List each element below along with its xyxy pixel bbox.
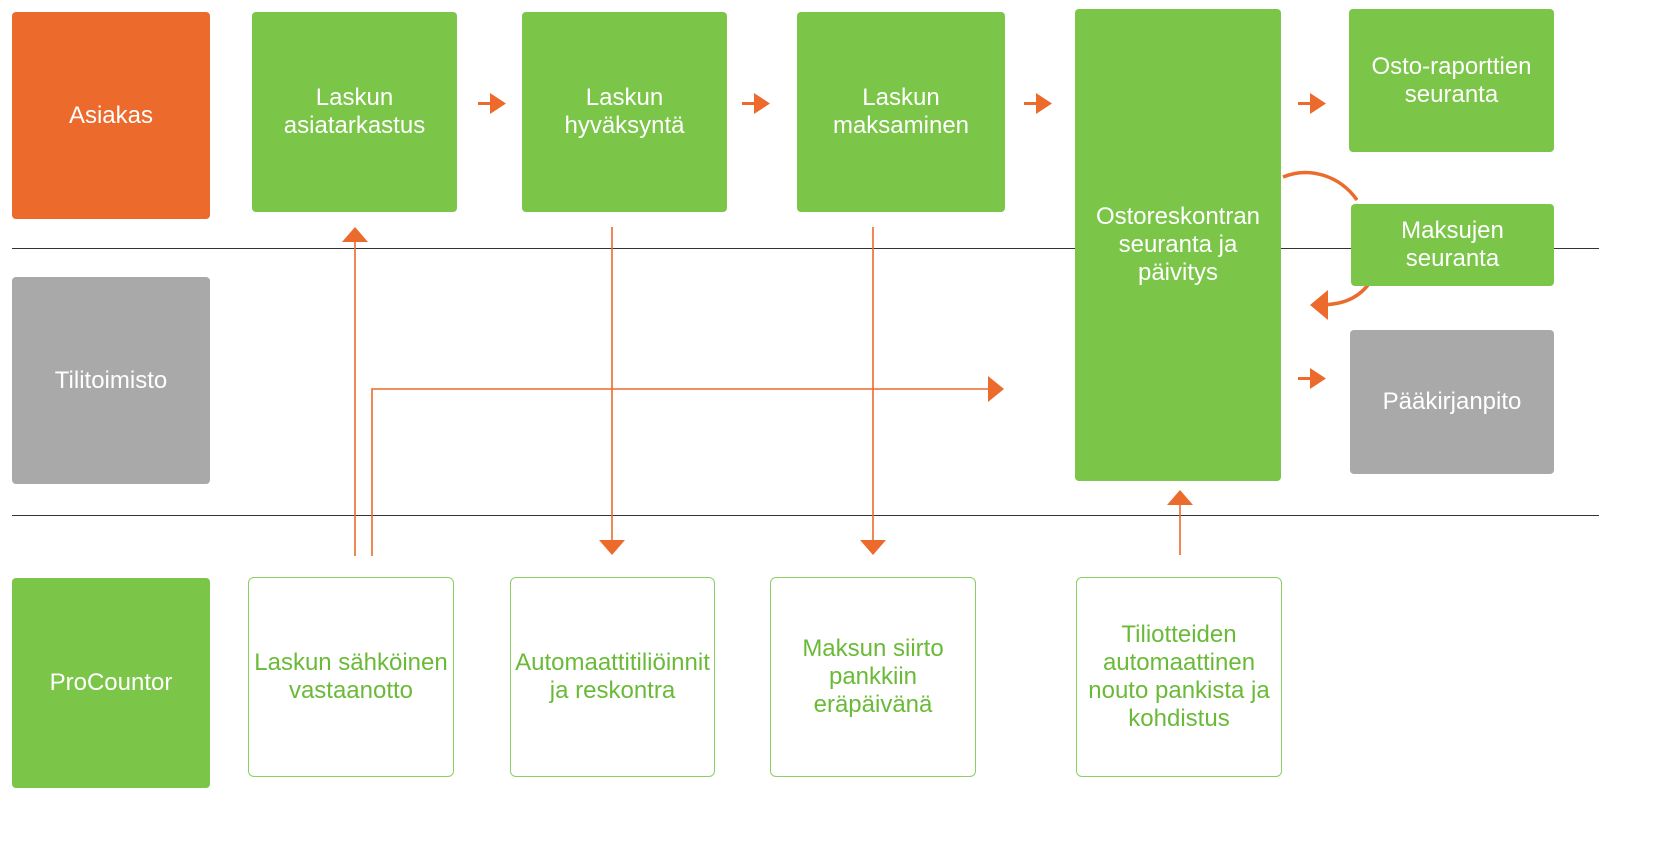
system-step-bank-transfer: Maksun siirto pankkiin eräpäivänä xyxy=(770,577,976,777)
step-ledger-tracking: Ostoreskontran seuranta ja päivitys xyxy=(1075,9,1281,481)
lane-label-office-text: Tilitoimisto xyxy=(54,366,168,394)
lane-label-customer-text: Asiakas xyxy=(68,101,154,129)
step-general-ledger: Pääkirjanpito xyxy=(1350,330,1554,474)
arrow-ledger-to-general-ledger xyxy=(1298,368,1326,389)
step-payment-tracking-text: Maksujen seuranta xyxy=(1401,217,1504,272)
step-purchase-reports-text: Osto-raporttien seuranta xyxy=(1371,52,1532,108)
system-step-auto-posting-text: Automaattitiliöinnit ja reskontra xyxy=(515,649,710,704)
arrow-receive-to-ledger-head xyxy=(988,376,1004,402)
lane-label-customer: Asiakas xyxy=(12,12,210,219)
step-invoice-approval: Laskun hyväksyntä xyxy=(522,12,727,212)
step-invoice-payment-text: Laskun maksaminen xyxy=(832,84,970,139)
system-step-bank-transfer-text: Maksun siirto pankkiin eräpäivänä xyxy=(802,635,944,718)
step-invoice-review-text: Laskun asiatarkastus xyxy=(283,84,426,139)
step-general-ledger-text: Pääkirjanpito xyxy=(1382,388,1522,415)
arrow-approval-to-payment xyxy=(742,93,770,114)
cycle-arc-bottom xyxy=(1317,283,1370,307)
system-step-statements-text: Tiliotteiden automaattinen nouto pankist… xyxy=(1088,621,1270,732)
line-receive-to-ledger xyxy=(371,388,990,556)
lane-label-system-text: ProCountor xyxy=(49,669,173,696)
arrow-ledger-to-reports xyxy=(1298,93,1326,114)
lane-label-system: ProCountor xyxy=(12,578,210,788)
step-payment-tracking: Maksujen seuranta xyxy=(1351,204,1554,286)
system-step-receive: Laskun sähköinen vastaanotto xyxy=(248,577,454,777)
system-step-statements: Tiliotteiden automaattinen nouto pankist… xyxy=(1076,577,1282,777)
step-invoice-review: Laskun asiatarkastus xyxy=(252,12,457,212)
arrow-payment-to-ledger xyxy=(1024,93,1052,114)
lane-separator-bottom xyxy=(12,515,1599,516)
lane-separator-top xyxy=(12,248,1599,249)
step-invoice-payment: Laskun maksaminen xyxy=(797,12,1005,212)
step-purchase-reports: Osto-raporttien seuranta xyxy=(1349,9,1554,152)
arrow-payment-down-to-bank-transfer xyxy=(860,540,886,555)
system-step-receive-text: Laskun sähköinen vastaanotto xyxy=(254,649,448,704)
step-ledger-tracking-text: Ostoreskontran seuranta ja päivitys xyxy=(1095,203,1261,286)
arrow-review-to-approval xyxy=(478,93,506,114)
system-step-auto-posting: Automaattitiliöinnit ja reskontra xyxy=(510,577,715,777)
arrow-statements-up-to-ledger xyxy=(1167,490,1193,505)
cycle-arc-top xyxy=(1282,170,1359,202)
arrow-approval-down-to-auto-posting xyxy=(599,540,625,555)
lane-label-office: Tilitoimisto xyxy=(12,277,210,484)
arrow-receive-up-to-review xyxy=(342,227,368,242)
step-invoice-approval-text: Laskun hyväksyntä xyxy=(564,84,685,139)
